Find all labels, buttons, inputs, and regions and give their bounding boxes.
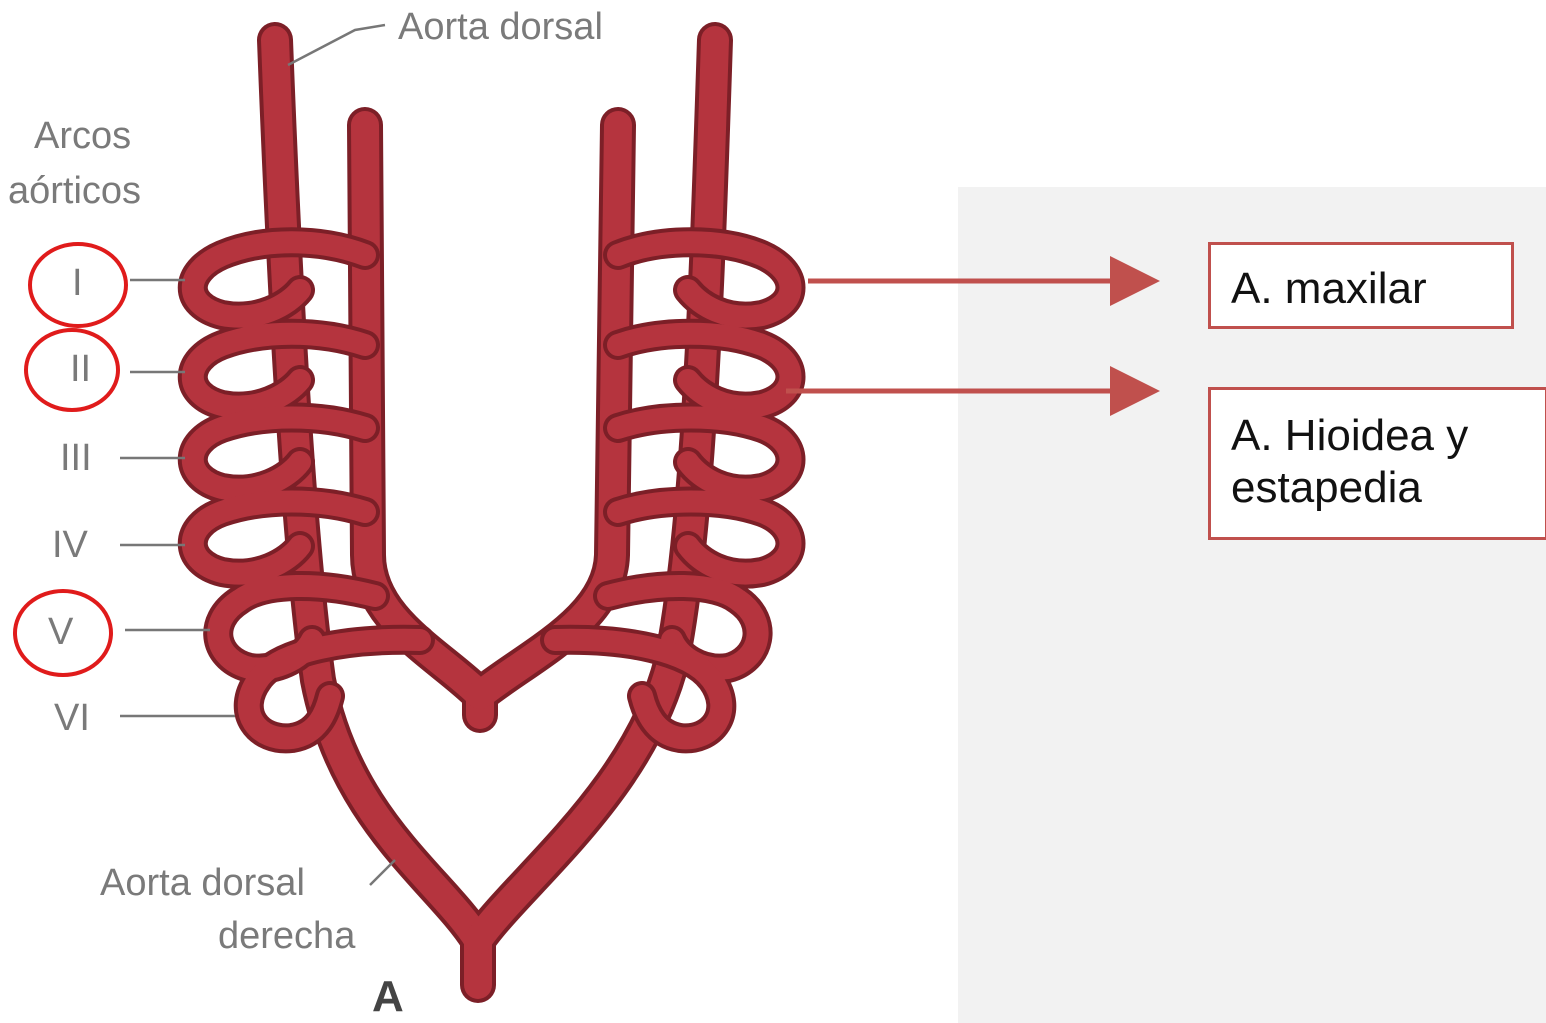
arches-label-line1: Arcos — [34, 115, 131, 159]
arch-label-VI: VI — [54, 697, 90, 741]
callout-maxilar: A. maxilar — [1208, 242, 1514, 329]
top-label-leader — [288, 25, 385, 65]
arch-label-V: V — [48, 611, 73, 655]
bottom-label-line1: Aorta dorsal — [100, 862, 305, 906]
arch-label-IV: IV — [52, 524, 88, 568]
top-label: Aorta dorsal — [398, 6, 603, 50]
callout-maxilar-text: A. maxilar — [1231, 264, 1427, 313]
figure-letter: A — [372, 972, 404, 1023]
callout-hioidea-line1: A. Hioidea y — [1231, 410, 1545, 462]
bottom-label-line2: derecha — [218, 915, 355, 959]
arches-label-line2: aórticos — [8, 170, 141, 214]
bottom-label-leader — [370, 860, 395, 885]
arch-label-III: III — [60, 437, 92, 481]
callout-hioidea-line2: estapedia — [1231, 462, 1545, 514]
arch-label-II: II — [70, 348, 91, 392]
arch-label-I: I — [72, 262, 83, 306]
callout-hioidea: A. Hioidea y estapedia — [1208, 387, 1546, 540]
